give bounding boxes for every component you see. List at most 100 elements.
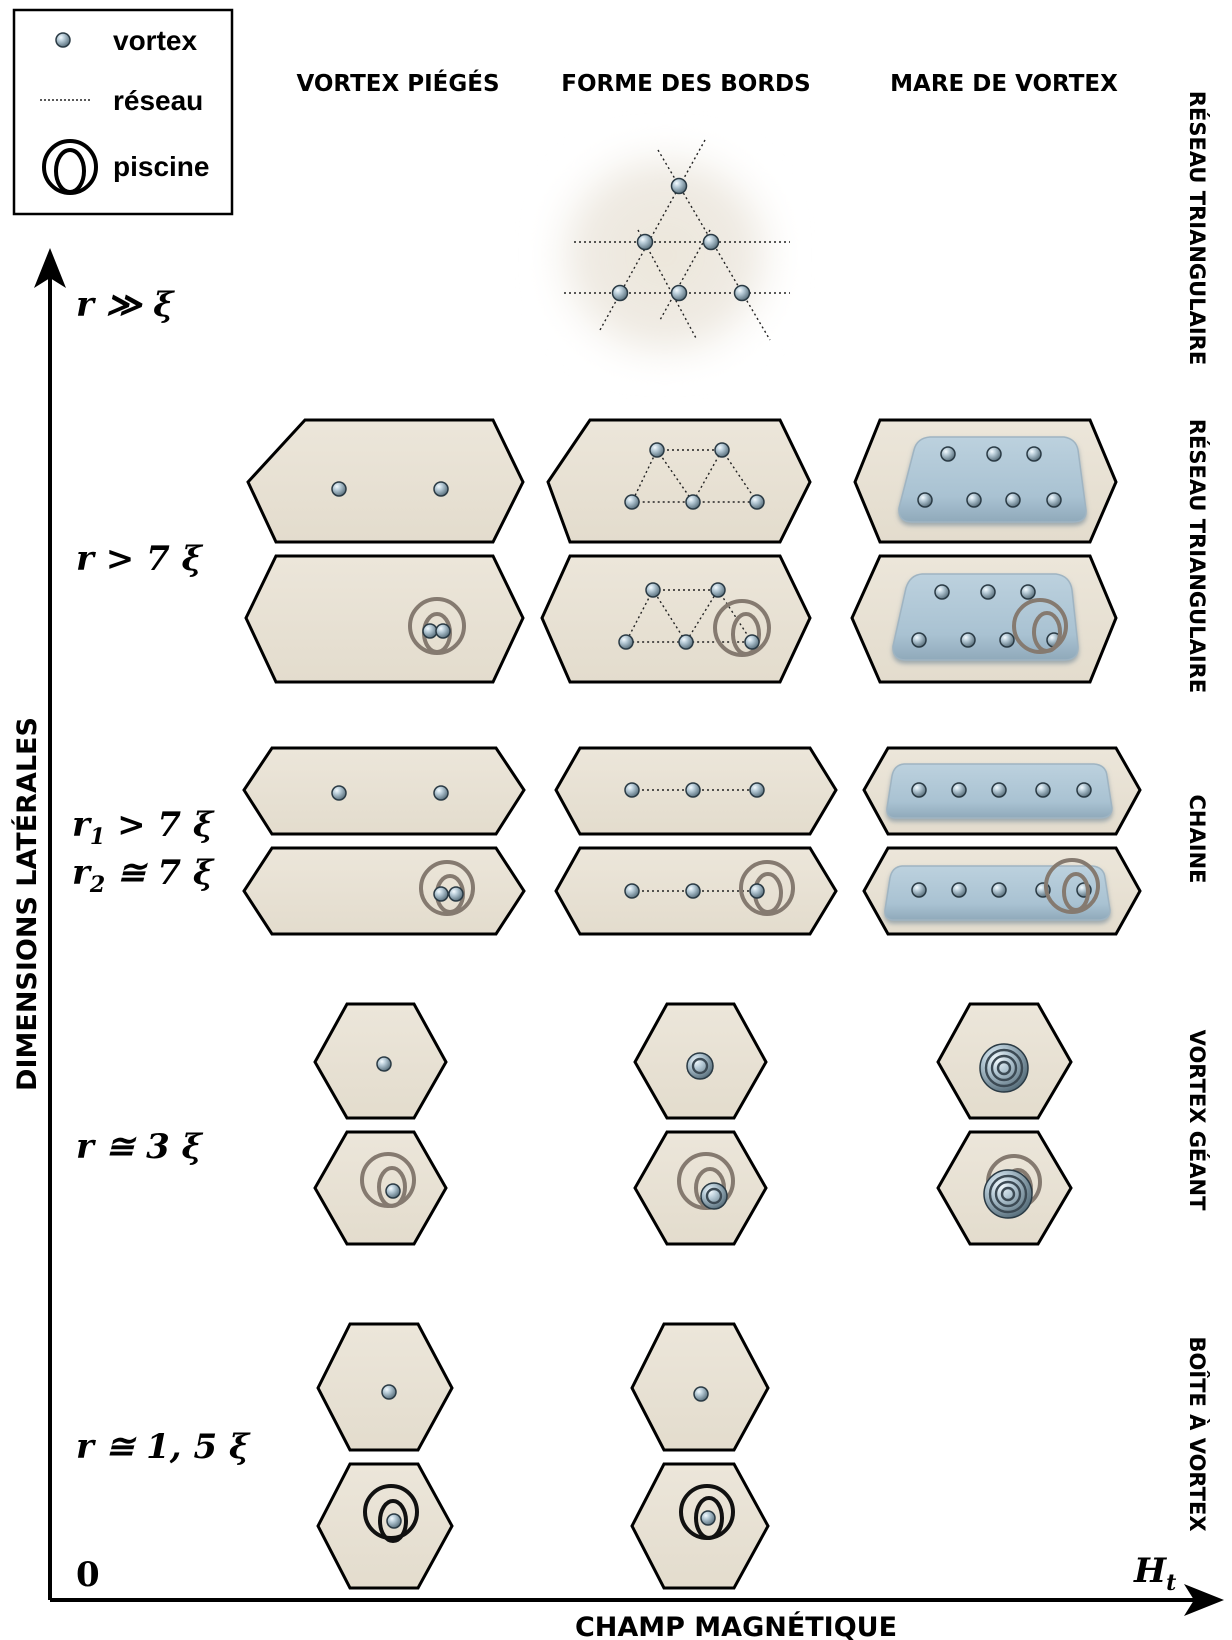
plate-edges-chain-a: [554, 746, 838, 836]
vortex: [331, 481, 347, 497]
legend-pool-label: piscine: [113, 151, 209, 182]
regime-giant-vortex: VORTEX GÉANT: [1185, 1030, 1210, 1212]
row-label-r-gt-7: r > 7 ξ: [76, 539, 204, 579]
vortex: [685, 494, 701, 510]
vortex: [624, 883, 640, 899]
plate-edges-r7-a: [546, 418, 812, 544]
vortex: [618, 634, 634, 650]
vortex: [448, 886, 464, 902]
pool-ring: [694, 1496, 724, 1540]
vortex: [624, 494, 640, 510]
vortex: [433, 785, 449, 801]
row-label-r-much-greater: r ≫ ξ: [76, 285, 175, 325]
legend-frame: [12, 8, 234, 216]
vortex: [917, 492, 933, 508]
lattice-background: [540, 135, 790, 375]
pool-ring: [1032, 611, 1062, 653]
giant-vortex-ring: [996, 1060, 1012, 1076]
regime-triangular-lattice-2: RÉSEAU TRIANGULAIRE: [1185, 419, 1210, 693]
row-label-r1: r1 > 7 ξ: [72, 805, 215, 850]
pool-ring: [1044, 858, 1100, 914]
vortex: [744, 634, 760, 650]
vortex: [385, 1183, 401, 1199]
vortex: [700, 1182, 728, 1210]
legend-vortex-icon: [55, 32, 71, 48]
vortex: [433, 886, 449, 902]
y-axis-label: DIMENSIONS LATÉRALES: [11, 717, 43, 1091]
vortex: [960, 632, 976, 648]
vortex: [685, 782, 701, 798]
pool-ring: [739, 860, 795, 916]
vortex: [693, 1386, 709, 1402]
vortex-ring: [691, 1057, 709, 1075]
hex-edges-r3-a: [633, 1002, 768, 1120]
vortex: [645, 582, 661, 598]
vortex: [940, 446, 956, 462]
vortex: [1035, 782, 1051, 798]
vortex: [678, 634, 694, 650]
vortex: [951, 782, 967, 798]
plate-edges-r7-b: [540, 554, 812, 684]
vortex: [991, 782, 1007, 798]
legend-lattice-label: réseau: [113, 85, 203, 116]
legend: vortex réseau piscine: [12, 8, 234, 216]
hex-edges-r15-a: [630, 1322, 770, 1452]
pool-ring: [377, 1166, 407, 1208]
hex-trapped-r3-a: [313, 1002, 448, 1120]
legend-pool-icon: [42, 139, 98, 195]
hex-pool-r3-a: [936, 1002, 1073, 1120]
plate-trapped-r7-b: [244, 554, 525, 684]
vortex: [433, 481, 449, 497]
vortex: [1026, 446, 1042, 462]
vortex: [911, 782, 927, 798]
field-end-label: Ht: [1133, 1551, 1176, 1596]
vortex: [1076, 782, 1092, 798]
vortex: [749, 883, 765, 899]
plate-pool-chain-a: [862, 746, 1142, 836]
vortex: [386, 1513, 402, 1529]
vortex: [911, 632, 927, 648]
plate-trapped-r7-a: [246, 418, 525, 544]
vortex: [611, 284, 629, 302]
plate-trapped-chain-b: [242, 846, 526, 936]
vortex: [624, 782, 640, 798]
hex-trapped-r3-b: [313, 1130, 448, 1246]
hex-trapped-r15-a: [316, 1322, 454, 1452]
regime-triangular-lattice: RÉSEAU TRIANGULAIRE: [1185, 91, 1210, 365]
origin-label: 0: [76, 1555, 100, 1595]
vortex: [980, 584, 996, 600]
pool-ring: [1062, 872, 1090, 912]
vortex: [749, 494, 765, 510]
giant-vortex-ring: [990, 1054, 1018, 1082]
vortex: [911, 882, 927, 898]
vortex: [1046, 492, 1062, 508]
vortex: [670, 284, 688, 302]
vortex: [381, 1384, 397, 1400]
giant-vortex-ring: [984, 1048, 1024, 1088]
vortex: [422, 623, 438, 639]
hex-pool-r3-b: [936, 1130, 1073, 1246]
pool-ring: [731, 612, 761, 656]
pool-ring: [378, 1499, 408, 1543]
x-axis-label: CHAMP MAGNÉTIQUE: [575, 1611, 897, 1640]
column-header-edges: FORME DES BORDS: [561, 71, 810, 97]
vortex: [702, 233, 720, 251]
vortex: [649, 442, 665, 458]
plate-pool-r7-b: [850, 554, 1118, 684]
vortex: [685, 883, 701, 899]
giant-vortex-ring: [1000, 1186, 1016, 1202]
hex-trapped-r15-b: [316, 1462, 454, 1590]
vortex: [1020, 584, 1036, 600]
plate-trapped-chain-a: [242, 746, 526, 836]
vortex: [700, 1510, 716, 1526]
column-header-pool: MARE DE VORTEX: [890, 71, 1118, 97]
row-label-r-1-5: r ≅ 1, 5 ξ: [76, 1427, 251, 1467]
plate-pool-r7-a: [853, 418, 1118, 544]
bulk-triangular-lattice: [540, 135, 790, 375]
column-header-trapped: VORTEX PIÉGÉS: [296, 69, 499, 97]
row-label-r2: r2 ≅ 7 ξ: [72, 853, 215, 898]
vortex: [714, 442, 730, 458]
vortex: [951, 882, 967, 898]
hex-edges-r15-b: [630, 1462, 770, 1590]
giant-vortex-ring: [994, 1180, 1022, 1208]
